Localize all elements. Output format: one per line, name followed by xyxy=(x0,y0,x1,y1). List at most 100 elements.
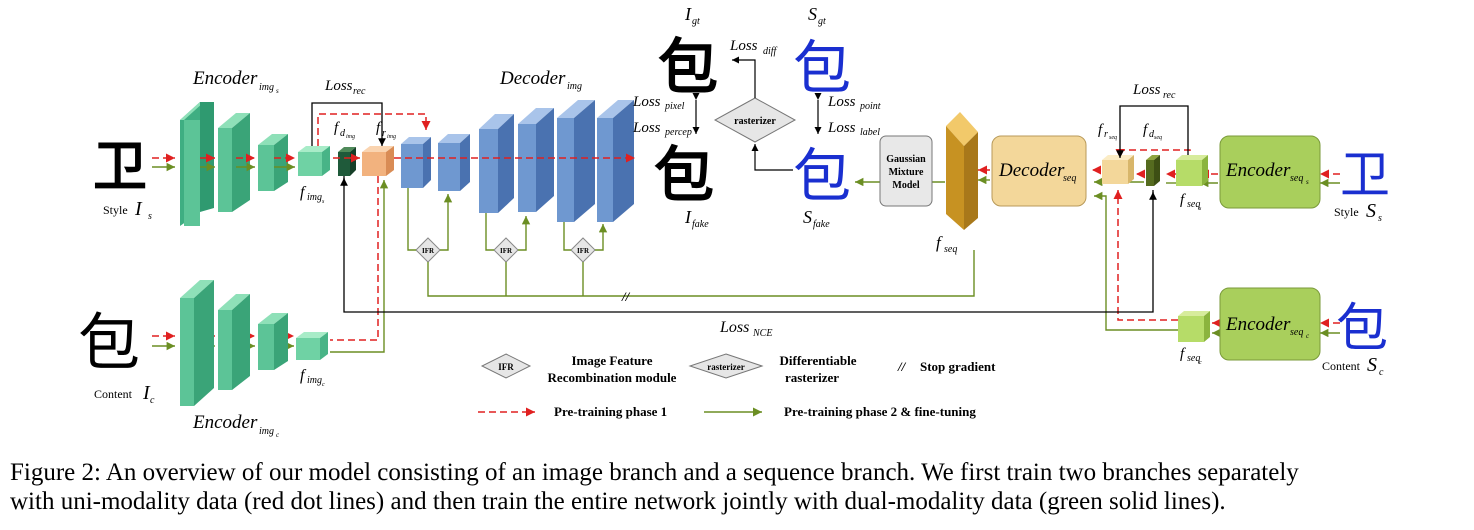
ifr-diamond-1: IFR xyxy=(415,237,441,263)
svg-text:r: r xyxy=(382,128,386,139)
svg-text:包: 包 xyxy=(1336,299,1388,359)
svg-text:label: label xyxy=(860,127,880,138)
svg-text:S: S xyxy=(803,207,812,227)
svg-text:IFR: IFR xyxy=(577,247,590,255)
red-dashed-flows xyxy=(152,113,1340,341)
f-seq-bar xyxy=(946,112,978,230)
svg-text:point: point xyxy=(859,101,881,112)
svg-text:包: 包 xyxy=(793,142,851,210)
svg-text:f: f xyxy=(936,233,943,252)
svg-text:percep: percep xyxy=(664,127,692,138)
svg-text:c: c xyxy=(1199,360,1202,366)
svg-text:c: c xyxy=(276,431,280,439)
svg-text:Recombination module: Recombination module xyxy=(548,370,677,385)
svg-text:I: I xyxy=(142,382,151,404)
svg-text:img: img xyxy=(259,426,274,437)
encoder-seq-s-box: Encoder seq s xyxy=(1219,135,1321,209)
ifr-diamond-3: IFR xyxy=(570,237,596,263)
svg-text:IFR: IFR xyxy=(500,247,513,255)
svg-text:I: I xyxy=(684,4,692,24)
svg-text:IFR: IFR xyxy=(498,362,514,372)
svg-text:IFR: IFR xyxy=(422,247,435,255)
svg-text:Loss: Loss xyxy=(729,38,758,54)
svg-text:f: f xyxy=(1180,192,1186,208)
f-img-c-label: f img c xyxy=(300,367,325,388)
svg-text:gt: gt xyxy=(818,16,826,27)
loss-point-label: Loss point Loss label xyxy=(814,92,881,138)
svg-text:Encoder: Encoder xyxy=(1225,314,1291,335)
svg-text:c: c xyxy=(1306,332,1310,340)
style-image-input: 卫 Style I s xyxy=(93,135,152,222)
svg-text:img: img xyxy=(307,192,322,203)
svg-text:fake: fake xyxy=(692,219,709,230)
i-gt: I gt 包 xyxy=(658,4,718,103)
content-img-label: Content xyxy=(94,387,133,401)
encoder-img-s-label: Encoder img s xyxy=(192,68,279,95)
svg-text:Stop gradient: Stop gradient xyxy=(920,359,996,374)
svg-text:seq: seq xyxy=(1154,135,1162,141)
svg-text:s: s xyxy=(148,211,152,222)
green-solid-flows xyxy=(152,162,1340,353)
f-img-s-label: f img s xyxy=(300,184,325,205)
svg-text:f: f xyxy=(376,120,382,136)
svg-text:Pre-training phase 2 & fine-tu: Pre-training phase 2 & fine-tuning xyxy=(784,404,976,419)
gmm-box: Gaussian Mixture Model xyxy=(879,135,933,207)
svg-text:Loss: Loss xyxy=(632,120,661,136)
decoder-img-label: Decoder img xyxy=(499,68,582,92)
rasterizer-diamond: rasterizer xyxy=(713,97,797,143)
svg-text:c: c xyxy=(1379,367,1384,378)
svg-text:Model: Model xyxy=(892,180,919,191)
legend-rasterizer-diamond xyxy=(688,353,764,379)
svg-text:seq: seq xyxy=(1109,135,1117,141)
f-d-img-block xyxy=(338,147,356,176)
svg-text://: // xyxy=(897,359,907,374)
caption-line-2: with uni-modality data (red dot lines) a… xyxy=(10,488,1226,515)
svg-text:Loss: Loss xyxy=(324,78,353,94)
svg-text:Gaussian: Gaussian xyxy=(886,154,926,165)
svg-text:img: img xyxy=(567,81,582,92)
svg-text:rec: rec xyxy=(353,86,366,97)
svg-text:rasterizer: rasterizer xyxy=(707,362,744,372)
svg-text://: // xyxy=(621,289,631,304)
style-seq-input: 卫 Style S s xyxy=(1334,146,1390,224)
svg-text:rasterizer: rasterizer xyxy=(785,370,839,385)
s-fake: 包 S fake xyxy=(793,142,851,230)
svg-text:seq: seq xyxy=(944,244,957,255)
svg-text:Encoder: Encoder xyxy=(192,412,258,433)
svg-text:Encoder: Encoder xyxy=(192,68,258,89)
svg-text:Loss: Loss xyxy=(827,94,856,110)
style-glyph: 卫 xyxy=(93,135,147,198)
encoder-img-c-label: Encoder img c xyxy=(192,412,280,439)
encoder-img-c xyxy=(180,280,328,406)
svg-text:s: s xyxy=(1199,206,1202,212)
content-glyph: 包 xyxy=(78,306,140,379)
f-seq-s-block xyxy=(1176,155,1208,186)
svg-text:Mixture: Mixture xyxy=(889,167,924,178)
svg-text:rec: rec xyxy=(1163,90,1176,101)
svg-text:卫: 卫 xyxy=(1340,146,1390,204)
svg-text:Loss: Loss xyxy=(827,120,856,136)
style-img-label: Style xyxy=(103,203,128,217)
svg-text:Loss: Loss xyxy=(632,94,661,110)
figure-caption: Figure 2: An overview of our model consi… xyxy=(10,458,1472,516)
f-r-seq-block xyxy=(1102,155,1134,184)
svg-text:f: f xyxy=(1143,122,1149,138)
legend-ifr-diamond xyxy=(480,353,532,379)
svg-text:Loss: Loss xyxy=(1132,82,1161,98)
loss-rec-seq: Loss rec xyxy=(1116,82,1189,158)
style-img-symbol: I xyxy=(134,198,143,220)
svg-text:rasterizer: rasterizer xyxy=(734,116,776,127)
ifr-diamond-2: IFR xyxy=(493,237,519,263)
f-r-img-label: f r img xyxy=(376,120,396,140)
loss-nce-label: Loss NCE xyxy=(719,319,772,339)
f-seq-c-label: f seq c xyxy=(1180,346,1202,366)
svg-text:Loss: Loss xyxy=(719,319,749,336)
svg-text:S: S xyxy=(1366,200,1376,222)
svg-text:r: r xyxy=(1104,129,1108,140)
svg-text:I: I xyxy=(684,207,692,227)
f-r-seq-label: f r seq xyxy=(1098,122,1117,141)
svg-text:S: S xyxy=(1367,354,1377,376)
f-seq-c-block xyxy=(1178,311,1210,342)
svg-text:S: S xyxy=(808,4,817,24)
svg-text:img: img xyxy=(387,134,396,140)
